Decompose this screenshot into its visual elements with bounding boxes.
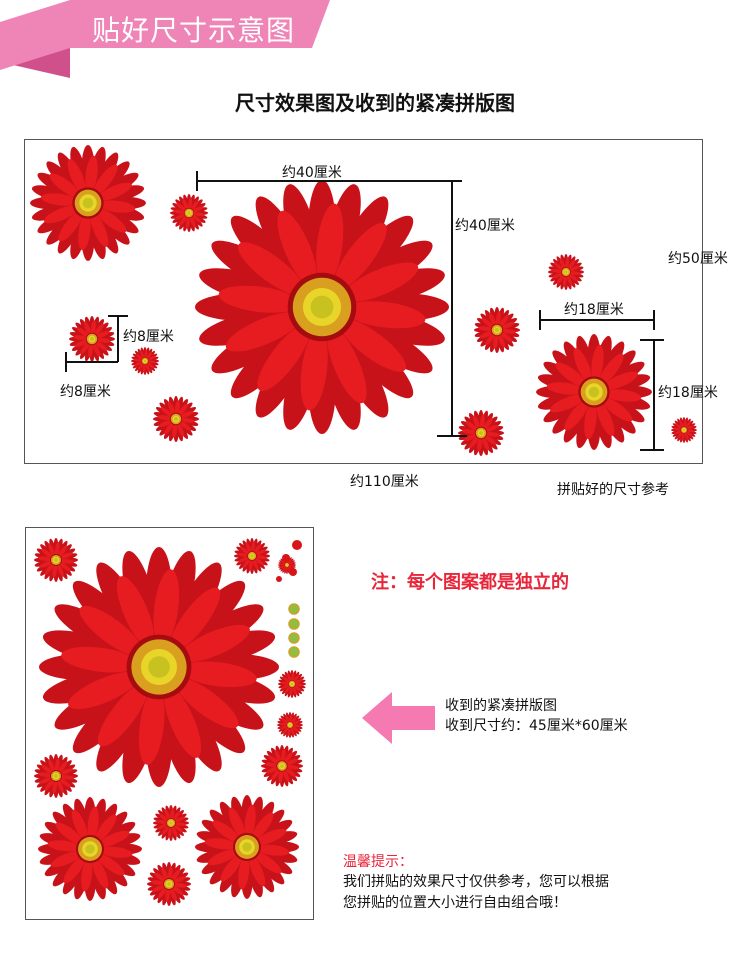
gerbera-daisy-icon: [147, 862, 191, 906]
gerbera-daisy-icon: [536, 334, 652, 450]
section-title: 尺寸效果图及收到的紧凑拼版图: [235, 91, 515, 115]
left-arrow-icon: [362, 692, 435, 744]
diagram-caption: 拼贴好的尺寸参考: [557, 482, 669, 498]
gerbera-daisy-icon: [69, 316, 116, 362]
gerbera-daisy-icon: [30, 145, 147, 261]
gerbera-daisy-icon: [170, 194, 208, 232]
received-size: 收到尺寸约：45厘米*60厘米: [445, 718, 628, 734]
effect-diagram-frame: [24, 139, 703, 464]
tip-line-2: 您拼贴的位置大小进行自由组合哦！: [343, 895, 567, 911]
gerbera-daisy-icon: [458, 410, 504, 456]
banner-ribbon: [0, 0, 330, 78]
gerbera-daisy-icon: [548, 254, 584, 290]
dim-large-height: 约40厘米: [455, 218, 515, 234]
tip-line-1: 我们拼贴的效果尺寸仅供参考，您可以根据: [343, 874, 609, 890]
gerbera-daisy-icon: [153, 396, 199, 442]
gerbera-daisy-icon: [34, 754, 79, 798]
gerbera-daisy-icon: [671, 417, 697, 443]
gerbera-daisy-icon: [153, 805, 189, 841]
tip-body: 我们拼贴的效果尺寸仅供参考，您可以根据 您拼贴的位置大小进行自由组合哦！: [343, 872, 609, 914]
gerbera-daisy-icon: [131, 347, 159, 375]
received-sheet-frame: [25, 527, 314, 920]
tip-title: 温馨提示：: [343, 854, 413, 870]
gerbera-daisy-icon: [234, 538, 270, 574]
gerbera-daisy-icon: [195, 795, 299, 899]
gerbera-daisy-icon: [38, 547, 280, 787]
dim-large-width: 约40厘米: [282, 165, 342, 181]
dim-total-width: 约110厘米: [350, 474, 419, 490]
dim-total-height: 约50厘米: [668, 251, 728, 267]
gerbera-daisy-icon: [195, 180, 450, 434]
gerbera-daisy-icon: [261, 745, 303, 787]
independent-note: 注：每个图案都是独立的: [371, 572, 569, 593]
gerbera-daisy-icon: [277, 712, 303, 738]
gerbera-daisy-icon: [38, 797, 143, 901]
gerbera-daisy-icon: [474, 307, 520, 353]
banner-title: 贴好尺寸示意图: [92, 14, 296, 47]
received-info: 收到的紧凑拼版图 收到尺寸约：45厘米*60厘米: [445, 696, 628, 736]
dim-small-width: 约8厘米: [60, 384, 111, 400]
dim-medium-height: 约18厘米: [658, 385, 718, 401]
dim-medium-width: 约18厘米: [564, 302, 624, 318]
gerbera-daisy-icon: [278, 670, 306, 698]
received-title: 收到的紧凑拼版图: [445, 698, 557, 714]
dim-small-height: 约8厘米: [123, 329, 174, 345]
gerbera-daisy-icon: [34, 538, 79, 582]
